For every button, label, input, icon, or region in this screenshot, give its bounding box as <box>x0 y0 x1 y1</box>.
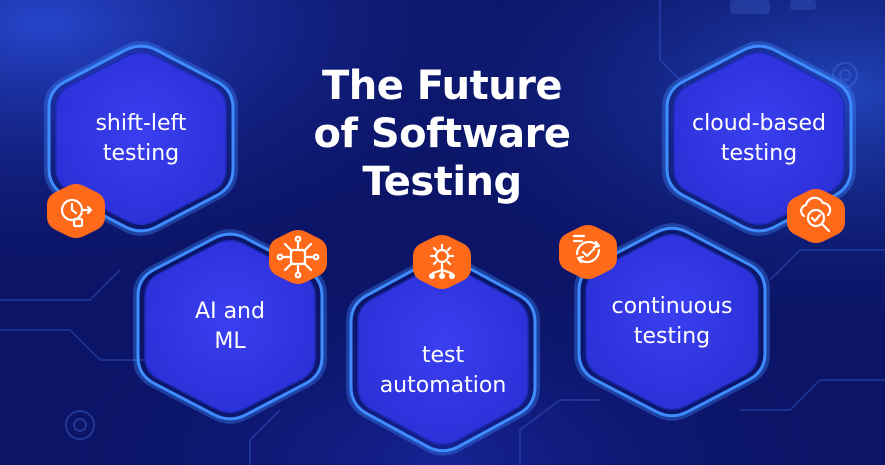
badge-hexagon <box>787 189 845 243</box>
hex-shift-left-testing: shift-left testing <box>44 40 238 237</box>
hex-continuous-testing: continuous testing <box>574 222 770 422</box>
clock-gear-icon <box>46 181 106 241</box>
hexagon-shape <box>346 253 540 456</box>
hexagon-outline <box>47 44 235 233</box>
hexagon-shape <box>574 223 770 421</box>
hexagon-shape <box>662 41 856 236</box>
hex-label: AI and ML <box>136 297 324 357</box>
hexagon-glow <box>574 223 770 421</box>
hex-label-line-2: ML <box>214 328 246 354</box>
cloud-search-icon <box>786 186 846 246</box>
hexagon-glow <box>346 253 540 456</box>
hexagon-outline <box>349 256 537 453</box>
page-title: The Future of Software Testing <box>232 62 652 206</box>
hexagon-fill <box>673 51 845 226</box>
gear-flow-icon <box>412 232 472 292</box>
hexagon-outline <box>665 44 853 233</box>
title-line-2: of Software <box>313 111 571 157</box>
badge-hexagon <box>47 184 105 238</box>
hexagon-fill <box>585 233 759 411</box>
chip-network-icon <box>268 227 328 287</box>
badge-hexagon <box>269 230 327 284</box>
hexagon-fill <box>357 264 529 445</box>
hex-label-line-2: testing <box>720 140 798 166</box>
title-line-1: The Future <box>321 63 563 109</box>
hex-label-line-2: testing <box>102 140 180 166</box>
hex-label: continuous testing <box>577 292 767 352</box>
hex-label: shift-left testing <box>47 109 235 169</box>
hex-label-line-1: shift-left <box>95 110 187 136</box>
hexagon-shape <box>44 41 238 236</box>
hex-label-line-2: automation <box>379 372 507 398</box>
hex-label: test automation <box>349 341 537 401</box>
hexagon-glow <box>44 41 238 236</box>
badge-hexagon <box>559 225 617 279</box>
hex-label-line-1: cloud-based <box>692 110 826 136</box>
hex-label-line-1: continuous <box>611 294 733 319</box>
hex-cloud-based-testing: cloud-based testing <box>662 40 856 237</box>
title-line-3: Testing <box>362 159 522 205</box>
cycle-check-icon <box>558 222 618 282</box>
hex-label: cloud-based testing <box>665 109 853 169</box>
hexagon-glow <box>662 41 856 236</box>
hex-label-line-1: AI and <box>195 298 265 324</box>
hex-test-automation: test automation <box>346 252 540 457</box>
hex-label-line-1: test <box>421 342 465 368</box>
hex-label-line-2: testing <box>633 324 711 349</box>
hexagon-outline <box>577 226 767 418</box>
hexagon-fill <box>55 51 227 226</box>
